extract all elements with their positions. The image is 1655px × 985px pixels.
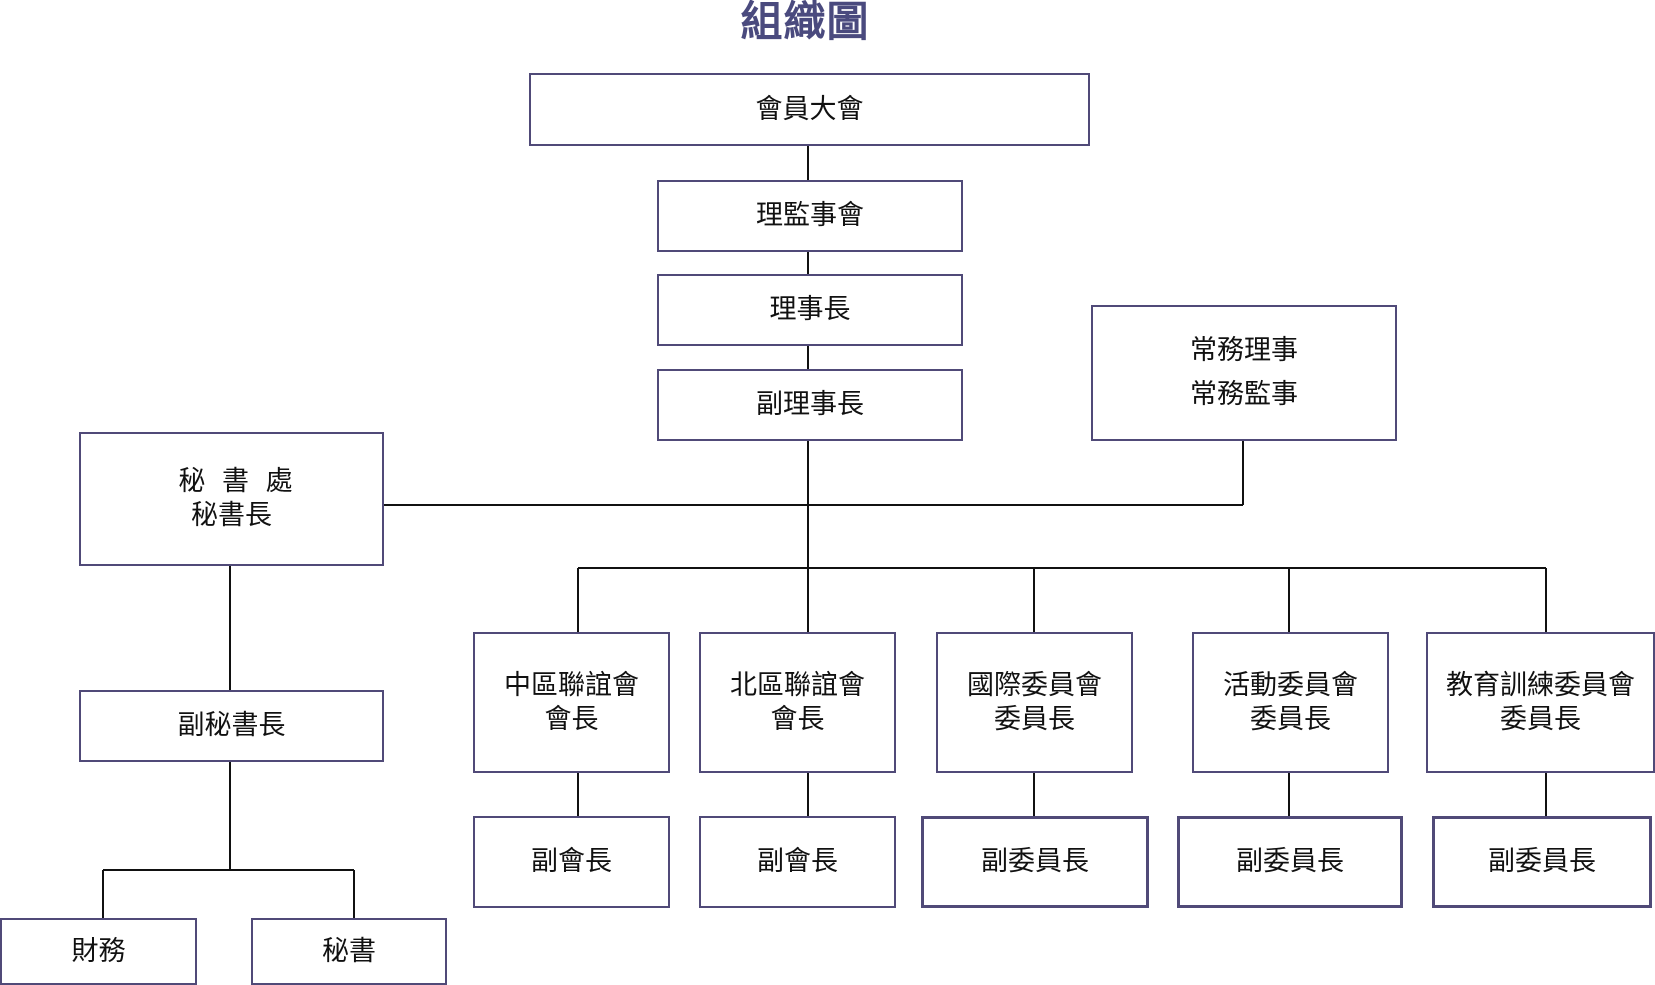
node-label: 副委員長 (981, 846, 1089, 877)
node-label: 會員大會 (755, 93, 864, 125)
node-label: 副會長 (757, 846, 838, 877)
node-label-line1: 教育訓練委員會 (1446, 669, 1635, 701)
node-international-deputy[interactable]: 副委員長 (921, 816, 1149, 908)
node-secretariat[interactable]: 秘 書 處 秘書長 (79, 432, 384, 566)
node-label-line2: 會長 (544, 703, 599, 735)
node-label-line2: 委員長 (994, 703, 1075, 735)
node-label: 理事長 (769, 294, 851, 325)
node-label: 副理事長 (756, 389, 864, 420)
chart-title: 組織圖 (740, 0, 870, 46)
node-general-assembly[interactable]: 會員大會 (529, 73, 1090, 146)
node-label-line2: 委員長 (1500, 703, 1581, 735)
node-education-deputy[interactable]: 副委員長 (1432, 816, 1652, 908)
node-label-line1: 秘 書 處 (178, 466, 297, 497)
node-label: 副秘書長 (177, 710, 286, 741)
node-label-line1: 常務理事 (1190, 335, 1298, 366)
node-label: 副委員長 (1236, 846, 1344, 877)
node-deputy-secretary-general[interactable]: 副秘書長 (79, 690, 384, 762)
node-central-deputy[interactable]: 副會長 (473, 816, 670, 908)
node-standing-directors[interactable]: 常務理事 常務監事 (1091, 305, 1397, 441)
node-board[interactable]: 理監事會 (657, 180, 963, 252)
node-label: 副會長 (531, 846, 612, 877)
node-activities-committee[interactable]: 活動委員會 委員長 (1192, 632, 1389, 773)
node-education-committee[interactable]: 教育訓練委員會 委員長 (1426, 632, 1655, 773)
node-label-line1: 中區聯誼會 (504, 669, 639, 701)
node-north-club[interactable]: 北區聯誼會 會長 (699, 632, 896, 773)
node-north-deputy[interactable]: 副會長 (699, 816, 896, 908)
node-label-line2: 秘書長 (191, 500, 272, 531)
node-label-line2: 常務監事 (1190, 379, 1298, 410)
node-label: 秘書 (322, 935, 376, 967)
node-activities-deputy[interactable]: 副委員長 (1177, 816, 1403, 908)
node-label: 財務 (71, 935, 126, 967)
node-central-club[interactable]: 中區聯誼會 會長 (473, 632, 670, 773)
node-chairman[interactable]: 理事長 (657, 274, 963, 346)
node-finance[interactable]: 財務 (0, 918, 197, 985)
node-label: 副委員長 (1488, 846, 1596, 877)
node-label-line2: 委員長 (1250, 703, 1331, 735)
node-label-line1: 活動委員會 (1223, 669, 1358, 701)
node-secretary[interactable]: 秘書 (251, 918, 447, 985)
node-vice-chairman[interactable]: 副理事長 (657, 369, 963, 441)
node-international-committee[interactable]: 國際委員會 委員長 (936, 632, 1133, 773)
node-label-line1: 北區聯誼會 (730, 669, 865, 701)
node-label-line2: 會長 (770, 703, 825, 735)
node-label: 理監事會 (756, 200, 864, 231)
node-label-line1: 國際委員會 (967, 669, 1102, 701)
